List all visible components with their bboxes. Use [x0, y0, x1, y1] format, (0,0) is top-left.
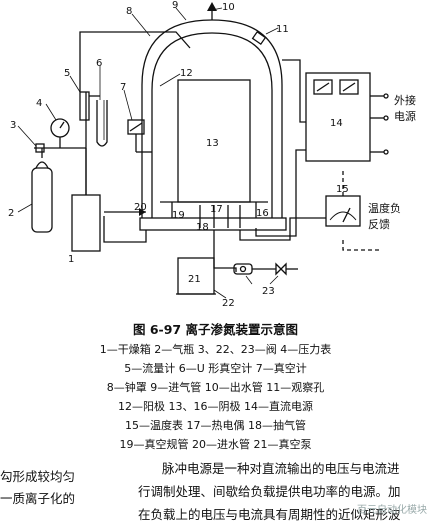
valve-23: [275, 262, 287, 276]
legend-line-6: 19—真空规管 20—进水管 21—真空泵: [119, 438, 312, 451]
label-11: 11: [276, 24, 289, 35]
exhaust-pipe: [213, 230, 237, 272]
gas-cylinder: [31, 167, 53, 233]
label-17: 17: [210, 204, 223, 215]
label-21: 21: [188, 274, 201, 285]
bell-jar: [141, 19, 283, 218]
external-power-label-line2: 电源: [394, 109, 416, 123]
feedback-label-line1: 温度负: [368, 201, 401, 215]
meter-left: [313, 79, 333, 95]
legend-line-1: 1—干燥箱 2—气瓶 3、22、23—阀 4—压力表: [99, 343, 332, 356]
label-1: 1: [68, 254, 74, 265]
label-14: 14: [330, 118, 343, 129]
label-23: 23: [262, 286, 275, 297]
label-9: 9: [172, 0, 178, 11]
label-19: 19: [172, 210, 185, 221]
label-7: 7: [120, 82, 126, 93]
meter-right: [339, 79, 359, 95]
legend-line-4: 12—阳极 13、16—阴极 14—直流电源: [118, 400, 313, 413]
valve-22: [233, 263, 253, 275]
legend-line-3: 8—钟罩 9—进气管 10—出水管 11—观察孔: [106, 381, 325, 394]
gas-inlet-pipe: [79, 31, 191, 92]
label-22: 22: [222, 298, 235, 309]
body-line-2: 行调制处理、间歇给负载提供电功率的电源。加: [138, 484, 401, 499]
label-15: 15: [336, 184, 349, 195]
label-12: 12: [180, 68, 193, 79]
legend-line-2: 5—流量计 6—U 形真空计 7—真空计: [124, 362, 307, 375]
label-2: 2: [8, 208, 14, 219]
u-tube-manometer: [96, 100, 108, 147]
label-8: 8: [126, 6, 132, 17]
label-6: 6: [96, 58, 102, 69]
external-power-label-line1: 外接: [394, 94, 416, 107]
label-20: 20: [134, 202, 147, 213]
label-3: 3: [10, 120, 16, 131]
label-10: 10: [222, 2, 235, 13]
furnace-base: [139, 217, 287, 231]
feedback-label-line2: 反馈: [368, 218, 390, 231]
body-line-1: 脉冲电源是一种对直流输出的电压与电流进: [162, 461, 400, 476]
anode-shell: [151, 32, 273, 218]
label-5: 5: [64, 68, 70, 79]
left-column-line-2: 一质离子化的: [0, 491, 76, 506]
figure-title: 图 6-97 离子渗氮装置示意图: [133, 322, 298, 337]
dc-power-supply: [305, 72, 371, 162]
ion-nitriding-apparatus-diagram: 1 2 3 4 5 6 7 8 9 10 11 12 13 14 15 16 1…: [8, 0, 416, 309]
label-16: 16: [256, 208, 269, 219]
body-line-3: 在负载上的电压与电流具有周期性的近似矩形波: [138, 507, 401, 522]
label-4: 4: [36, 98, 42, 109]
label-13: 13: [206, 138, 219, 149]
flowmeter: [79, 91, 90, 121]
left-column-line-1: 勾形成较均匀: [0, 469, 76, 484]
drying-box: [71, 194, 101, 252]
pressure-gauge: [50, 118, 70, 138]
watermark: 百元自动化模块: [357, 505, 427, 516]
viewing-port: [251, 30, 267, 46]
label-18: 18: [196, 222, 209, 233]
valve-3: [35, 143, 45, 153]
legend-line-5: 15—温度表 17—热电偶 18—抽气管: [125, 419, 306, 432]
